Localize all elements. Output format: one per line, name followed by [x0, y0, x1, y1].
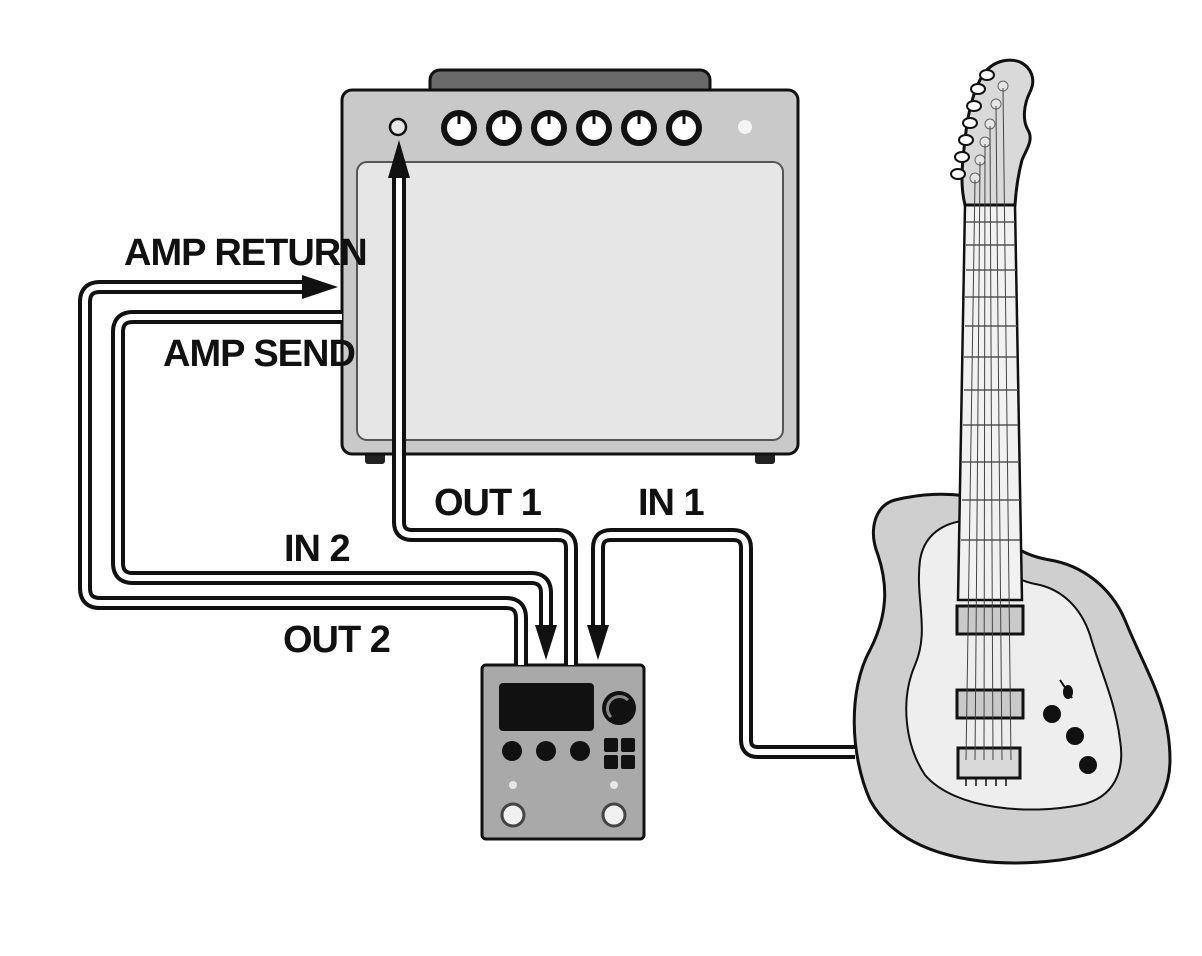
- device-knob: [536, 741, 556, 761]
- label-out1: OUT 1: [434, 482, 542, 524]
- bridge-pickup: [955, 688, 1025, 720]
- footswitch-left: [500, 802, 526, 828]
- label-in2: IN 2: [284, 528, 350, 570]
- device-knob: [570, 741, 590, 761]
- label-amp-return: AMP RETURN: [124, 232, 367, 274]
- amp-icon: [340, 68, 800, 464]
- guitar-knob: [1079, 756, 1097, 774]
- label-out2: OUT 2: [283, 619, 390, 661]
- guitar-icon: [852, 58, 1172, 865]
- device-knob: [502, 741, 522, 761]
- amp-power-light: [738, 120, 752, 134]
- device-button-grid: [604, 738, 635, 769]
- amp-input-jack: [388, 117, 408, 137]
- guitar-knob: [1043, 705, 1061, 723]
- bridge: [956, 746, 1022, 780]
- pedal-device-icon: [480, 663, 646, 841]
- neck-pickup: [955, 604, 1025, 636]
- label-in1: IN 1: [638, 482, 705, 524]
- device-display: [499, 683, 594, 731]
- arrow-icon: [302, 140, 609, 660]
- footswitch-right: [601, 802, 627, 828]
- amp-knobs: [441, 110, 702, 146]
- label-amp-send: AMP SEND: [163, 333, 355, 375]
- guitar-knob: [1066, 727, 1084, 745]
- cable-icon: [78, 175, 855, 759]
